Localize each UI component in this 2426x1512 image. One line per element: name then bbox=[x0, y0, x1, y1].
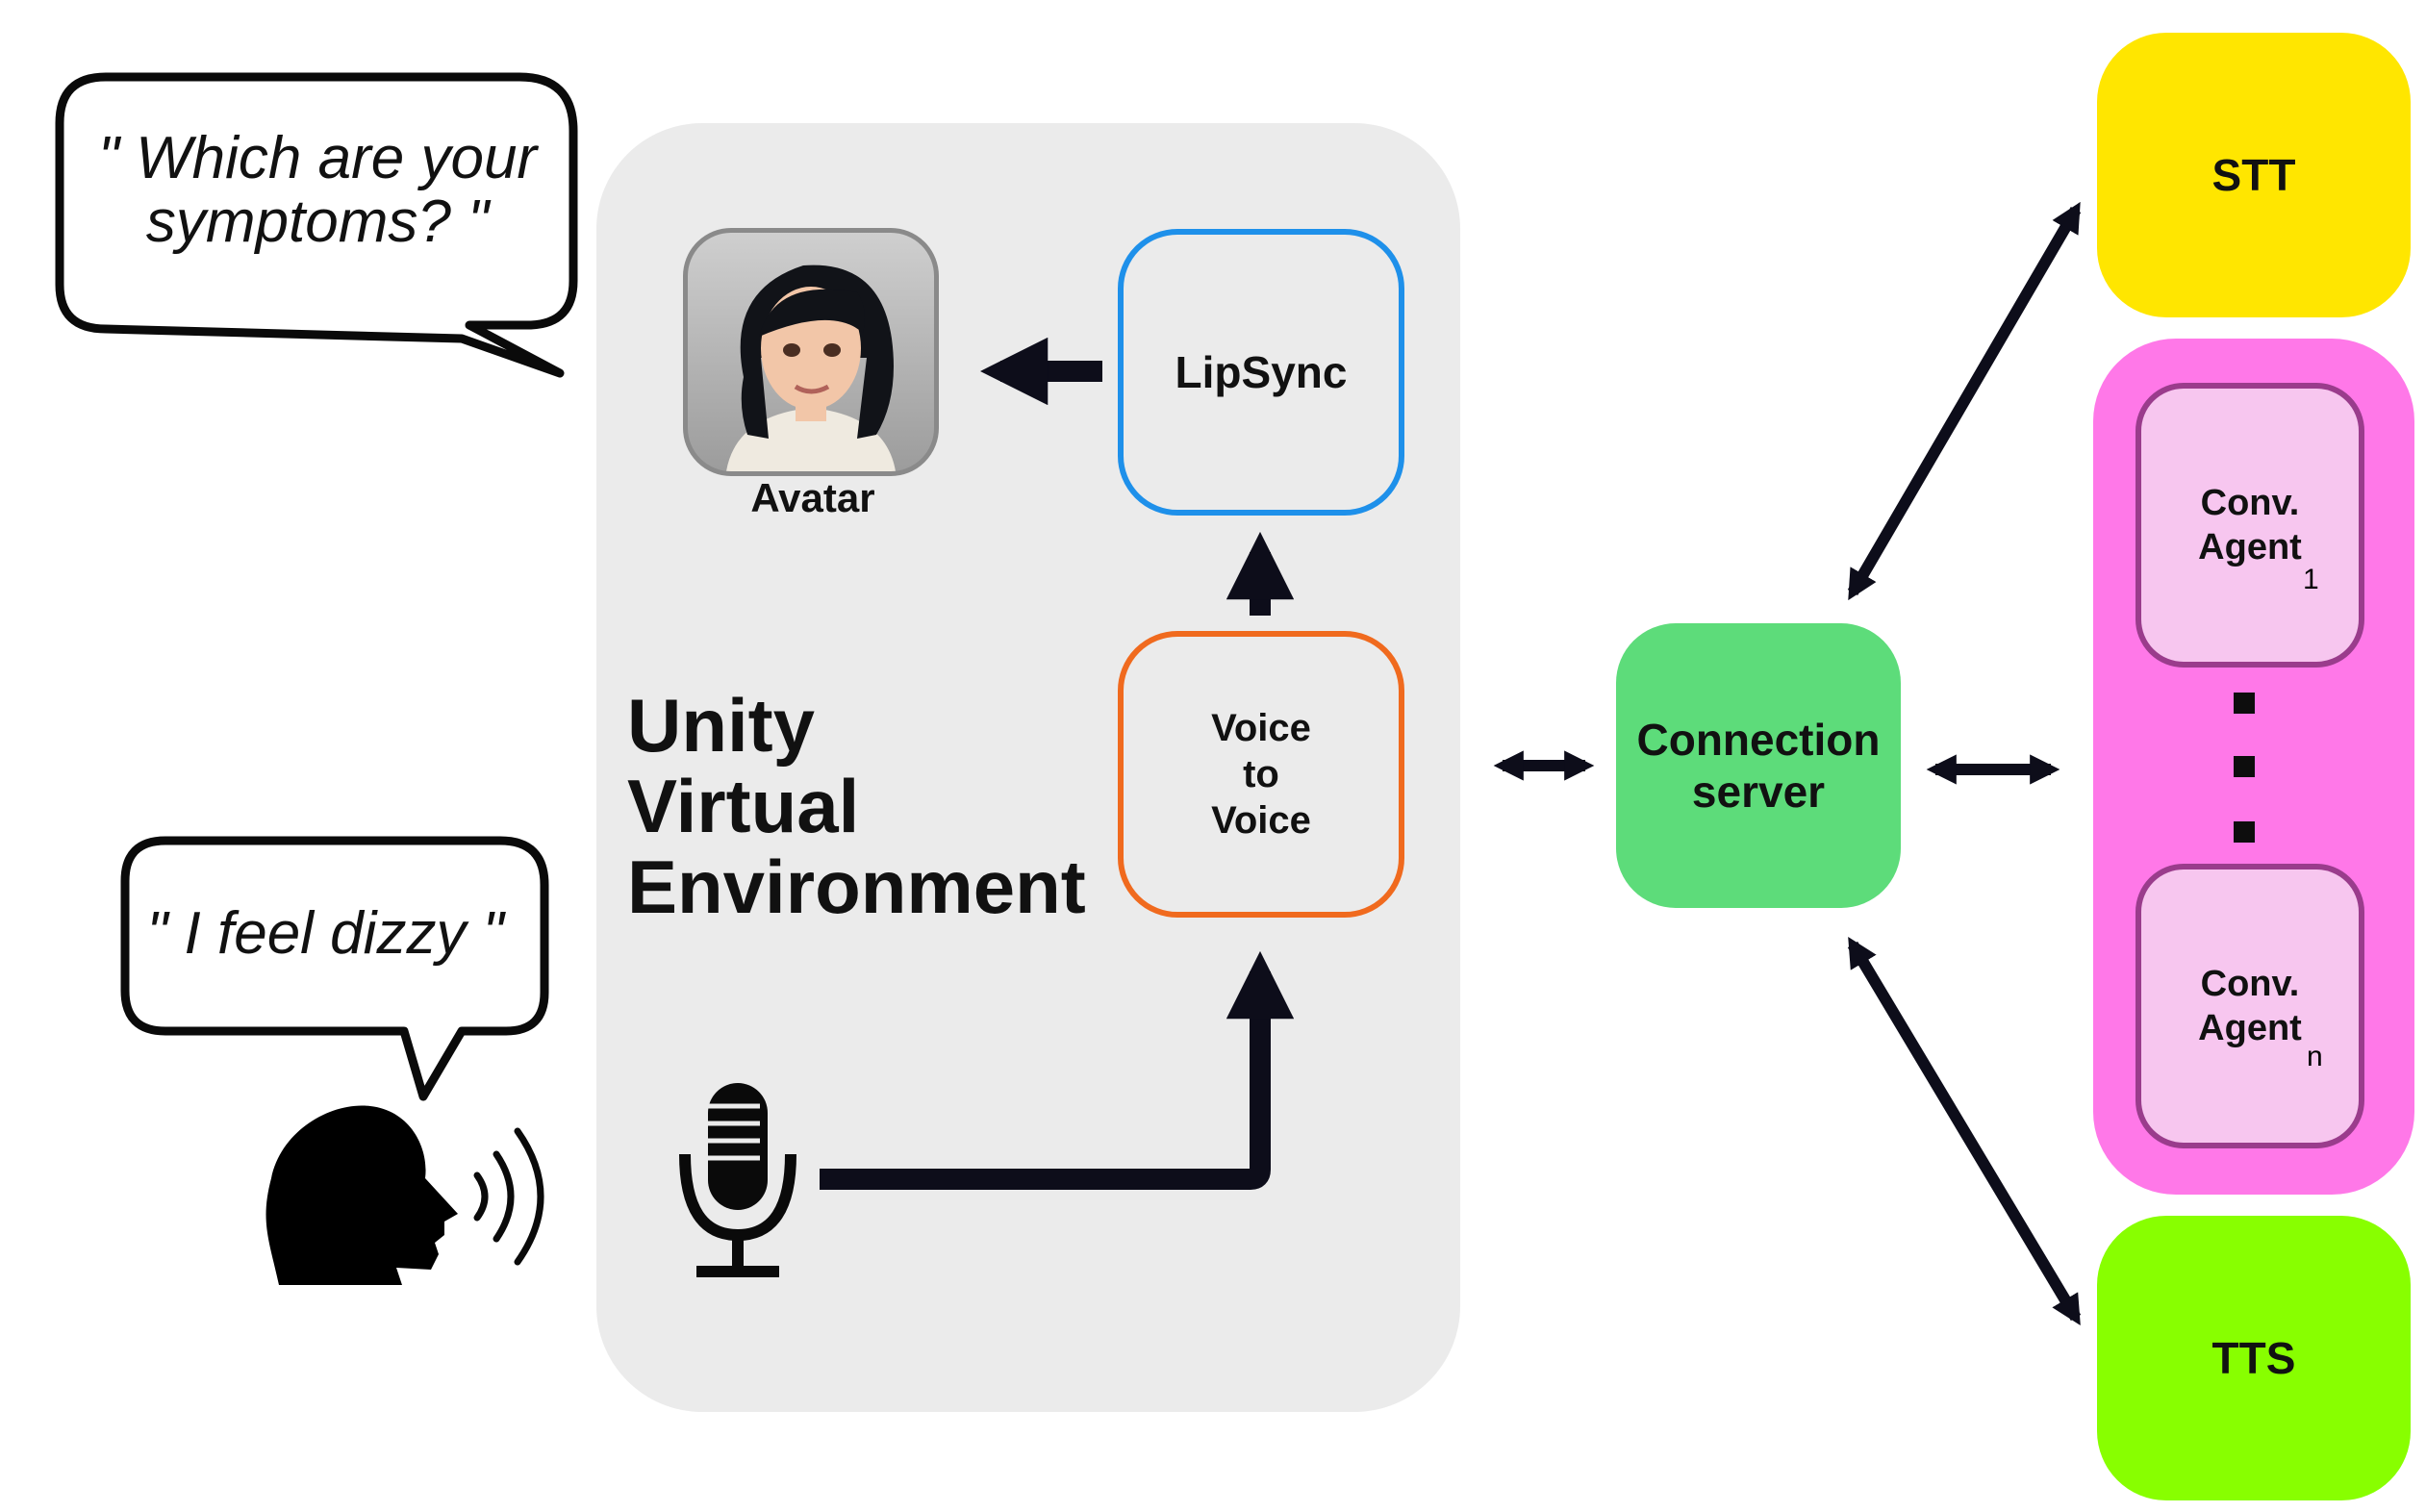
ellipsis-dot bbox=[2234, 821, 2255, 843]
sound-waves-icon bbox=[473, 1127, 544, 1266]
server-stt-double-arrow bbox=[1847, 201, 2082, 601]
reply-text: " I feel dizzy " bbox=[146, 900, 504, 967]
speech-bubble-reply bbox=[120, 836, 549, 1101]
question-text: " Which are your symptoms? " bbox=[97, 125, 538, 255]
voice-to-voice-label: Voice to Voice bbox=[1211, 707, 1311, 842]
avatar-label: Avatar bbox=[750, 475, 875, 520]
conv-agent-1-box: Conv. Agent bbox=[2135, 383, 2364, 668]
ellipsis-dot bbox=[2234, 693, 2255, 714]
conv-agent-n-label: Conv. Agent bbox=[2198, 964, 2302, 1048]
unity-title: Unity Virtual Environment bbox=[627, 683, 1086, 929]
ellipsis-dot bbox=[2234, 756, 2255, 777]
stt-box: STT bbox=[2097, 33, 2411, 317]
lipsync-label: LipSync bbox=[1175, 347, 1348, 397]
microphone-icon bbox=[679, 1083, 796, 1277]
voice-to-voice-box: Voice to Voice bbox=[1118, 631, 1404, 918]
person-head-icon bbox=[265, 1105, 458, 1285]
conv-agent-n-box: Conv. Agent bbox=[2135, 864, 2364, 1148]
tts-label: TTS bbox=[2211, 1333, 2296, 1383]
conv-agent-n-subscript: n bbox=[2307, 1041, 2323, 1072]
conv-agent-1-subscript: 1 bbox=[2303, 564, 2319, 595]
speech-bubble-question bbox=[55, 72, 578, 378]
connection-server-box: Connection server bbox=[1616, 623, 1901, 908]
server-tts-double-arrow bbox=[1847, 936, 2082, 1326]
conv-agent-1-label: Conv. Agent bbox=[2198, 483, 2302, 567]
connection-server-label: Connection server bbox=[1636, 715, 1881, 817]
tts-box: TTS bbox=[2097, 1216, 2411, 1500]
mic-to-v2v-arrow bbox=[820, 950, 1295, 1190]
lipsync-box: LipSync bbox=[1118, 229, 1404, 516]
stt-label: STT bbox=[2211, 150, 2296, 200]
avatar-portrait-icon bbox=[683, 228, 939, 476]
